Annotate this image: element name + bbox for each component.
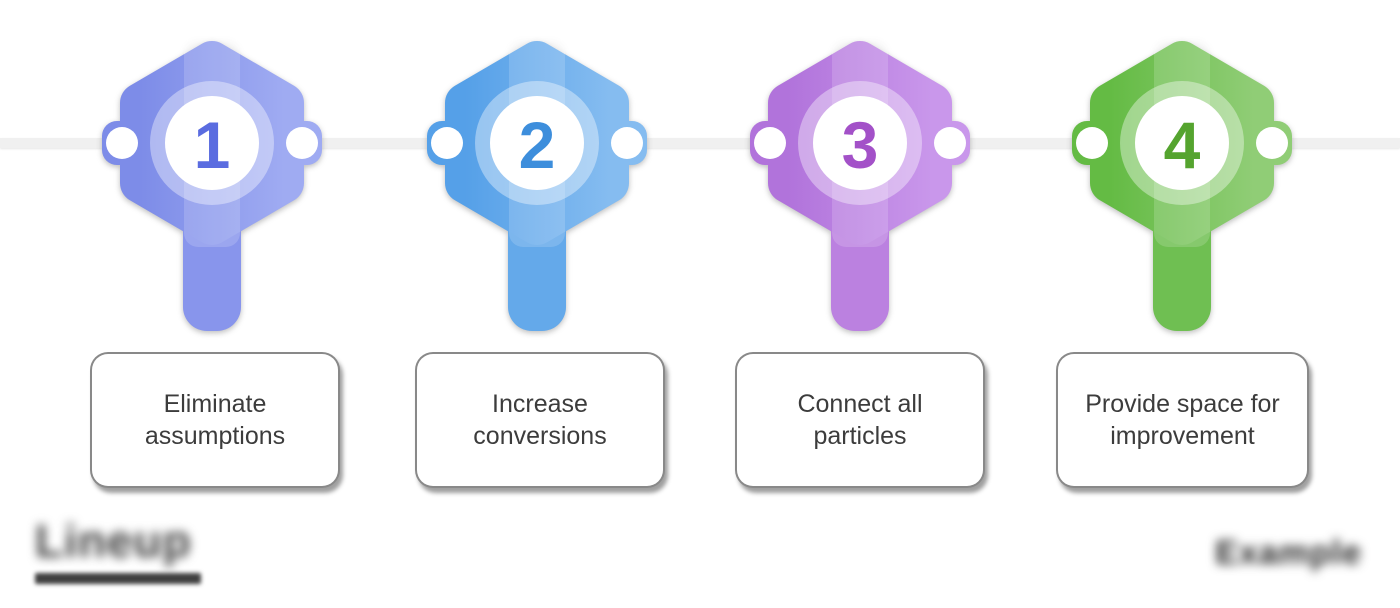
- step-marker-2: 2: [427, 39, 647, 331]
- blurred-logo-left: Lineup: [35, 514, 201, 584]
- blurred-logo-underline: [35, 573, 201, 584]
- step-number: 4: [1164, 108, 1201, 182]
- connector-dot-right: [286, 127, 318, 159]
- step-number: 3: [842, 108, 879, 182]
- step-label: Increase conversions: [473, 390, 607, 450]
- step-label: Eliminate assumptions: [144, 390, 286, 450]
- marker-number-circle: [165, 96, 259, 190]
- connector-dot-left: [106, 127, 138, 159]
- marker-number-circle: [813, 96, 907, 190]
- step-label-card-3: Connect all particles: [735, 352, 985, 488]
- connector-dot-right: [934, 127, 966, 159]
- marker-number-circle: [1135, 96, 1229, 190]
- step-label-card-4: Provide space for improvement: [1056, 352, 1309, 488]
- step-label: Provide space for improvement: [1085, 390, 1280, 450]
- marker-number-circle: [490, 96, 584, 190]
- step-number: 1: [194, 108, 231, 182]
- connector-dot-left: [431, 127, 463, 159]
- step-marker-3: 3: [750, 39, 970, 331]
- timeline-line: [0, 138, 1400, 148]
- step-label: Connect all particles: [797, 390, 923, 450]
- step-marker-1: 1: [102, 39, 322, 331]
- step-label-card-2: Increase conversions: [415, 352, 665, 488]
- step-number: 2: [519, 108, 556, 182]
- blurred-wordmark-right: Example: [1215, 534, 1362, 572]
- connector-dot-right: [1256, 127, 1288, 159]
- step-marker-4: 4: [1072, 39, 1292, 331]
- connector-dot-right: [611, 127, 643, 159]
- connector-dot-left: [1076, 127, 1108, 159]
- step-label-card-1: Eliminate assumptions: [90, 352, 340, 488]
- blurred-logo-text: Lineup: [35, 515, 192, 567]
- connector-dot-left: [754, 127, 786, 159]
